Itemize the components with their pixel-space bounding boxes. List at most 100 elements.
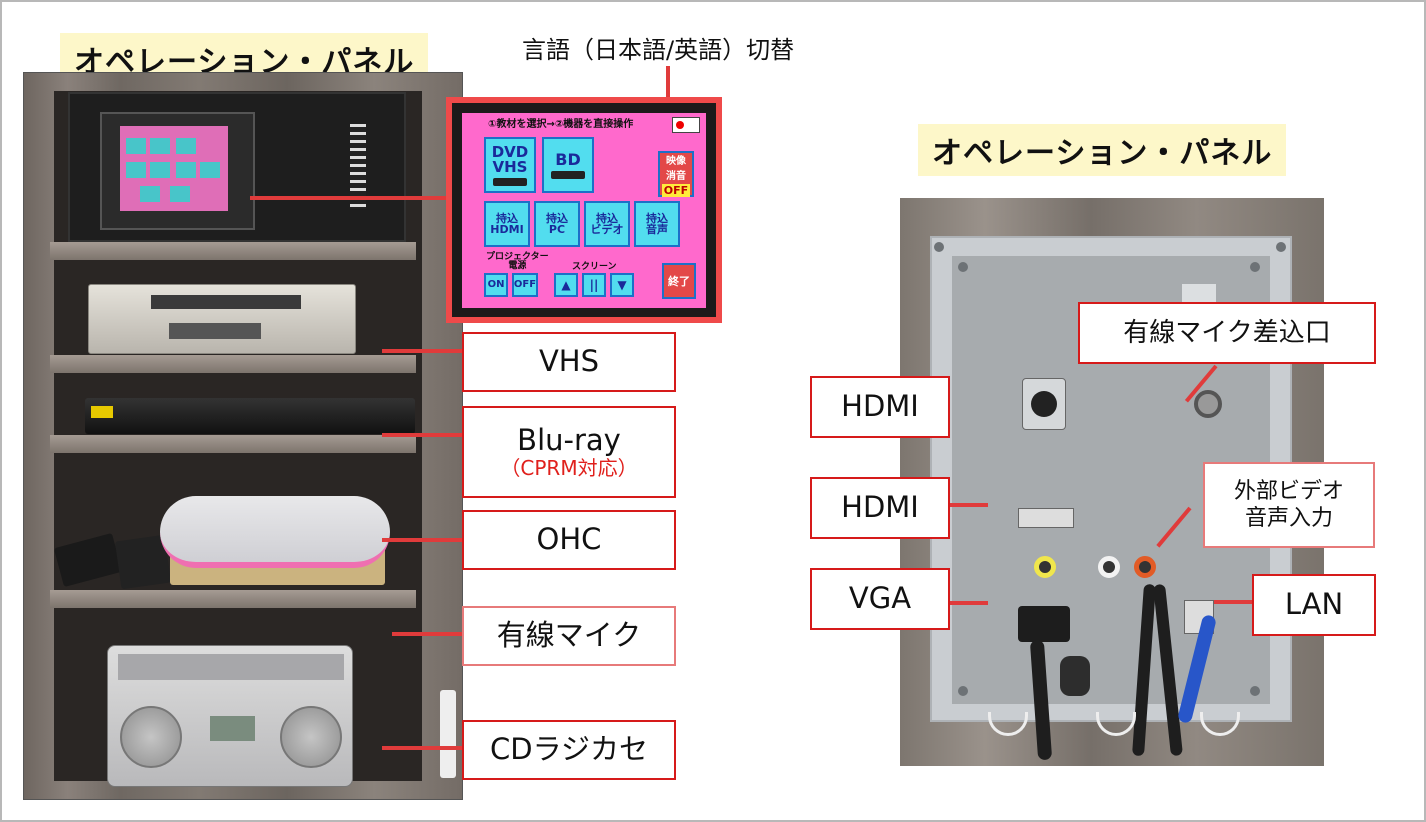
dvd-vhs-label: DVD VHS [491, 142, 529, 176]
hdmi-label-box-2: HDMI [810, 477, 950, 539]
screen-stop-button[interactable]: || [582, 273, 606, 297]
projector-off-button[interactable]: OFF [512, 273, 538, 297]
bluray-sticker [91, 406, 113, 418]
wall-outlet [440, 690, 456, 778]
rca-audio-left-jack[interactable] [1098, 556, 1120, 578]
ferrite-core [1060, 656, 1090, 696]
ohc-device [160, 496, 390, 568]
screen-down-icon: ▼ [617, 278, 627, 292]
bluray-sublabel: （CPRM対応） [500, 455, 638, 480]
bd-player-icon [551, 170, 585, 179]
end-button[interactable]: 終了 [662, 263, 696, 299]
connector-line [392, 632, 462, 636]
vga-plug [1018, 606, 1070, 642]
external-video-label-box: 外部ビデオ 音声入力 [1203, 462, 1375, 548]
connector-line [666, 66, 670, 110]
projector-power-label: プロジェクター 電源 [486, 252, 549, 271]
audio-input-button[interactable]: 持込 音声 [634, 201, 680, 247]
bd-button[interactable]: BD [542, 137, 594, 193]
mic-input-label-box: 有線マイク差込口 [1078, 302, 1376, 364]
bd-label: BD [555, 149, 581, 169]
video-input-button[interactable]: 持込 ビデオ [584, 201, 630, 247]
shelf [50, 355, 416, 373]
dvi-port[interactable] [1018, 508, 1074, 528]
control-touch-screen [100, 112, 255, 230]
ohc-label-box: OHC [462, 510, 676, 570]
connector-line [382, 746, 462, 750]
screw [934, 242, 944, 252]
mic-label-box: 有線マイク [462, 606, 676, 666]
video-input-label: 持込 ビデオ [590, 212, 624, 236]
blank-plate [1182, 284, 1216, 302]
cd-label-box: CDラジカセ [462, 720, 676, 780]
hdmi-input-button[interactable]: 持込 HDMI [484, 201, 530, 247]
rca-audio-right-jack[interactable] [1134, 556, 1156, 578]
touch-panel-screen: ①教材を選択→②機器を直接操作 DVD VHS BD 映像 消音 OFF 持込 … [462, 113, 706, 308]
vga-label-box: VGA [810, 568, 950, 630]
touch-panel-zoom: ①教材を選択→②機器を直接操作 DVD VHS BD 映像 消音 OFF 持込 … [446, 97, 722, 323]
touch-screen-display [120, 126, 228, 211]
connector-line [1214, 600, 1252, 604]
screen-label: スクリーン [572, 262, 617, 272]
bluray-player [85, 398, 415, 434]
lan-label: LAN [1284, 587, 1344, 622]
screen-down-button[interactable]: ▼ [610, 273, 634, 297]
screen-up-icon: ▲ [561, 278, 571, 292]
dvd-vhs-button[interactable]: DVD VHS [484, 137, 536, 193]
connector-line [382, 433, 462, 437]
mic-input-label: 有線マイク差込口 [1123, 317, 1331, 348]
vhs-label: VHS [538, 344, 600, 379]
video-mute-label: 映像 消音 [666, 155, 686, 182]
cd-radio-cassette [107, 645, 353, 787]
screw [958, 262, 968, 272]
connector-line [950, 601, 988, 605]
shelf [50, 435, 416, 453]
cd-display [210, 716, 255, 741]
language-toggle-button[interactable] [672, 117, 700, 133]
hdmi-label-2: HDMI [841, 490, 919, 525]
screw [1276, 242, 1286, 252]
volume-fader [350, 124, 366, 209]
end-label: 終了 [668, 275, 690, 288]
right-panel-title: オペレーション・パネル [918, 124, 1287, 176]
external-video-label: 外部ビデオ 音声入力 [1233, 478, 1344, 532]
language-switch-label: 言語（日本語/英語）切替 [522, 36, 795, 64]
video-mute-button[interactable]: 映像 消音 OFF [658, 151, 694, 197]
dvd-player-icon [493, 177, 527, 186]
connector-line [382, 538, 462, 542]
connector-line [950, 503, 988, 507]
hdmi-label-box-1: HDMI [810, 376, 950, 438]
vga-label: VGA [848, 581, 912, 616]
screw [1250, 262, 1260, 272]
vhs-label-box: VHS [462, 332, 676, 392]
connector-line [382, 349, 462, 353]
screw [1250, 686, 1260, 696]
shelf [50, 242, 416, 260]
bluray-label: Blu-ray [517, 423, 621, 458]
projector-off-label: OFF [513, 279, 537, 290]
projector-on-button[interactable]: ON [484, 273, 508, 297]
mic-jack[interactable] [1194, 390, 1222, 418]
tape-slot [151, 295, 301, 309]
projector-on-label: ON [487, 279, 505, 290]
hdmi-label-1: HDMI [841, 389, 919, 424]
lan-label-box: LAN [1252, 574, 1376, 636]
speaker [120, 706, 182, 768]
vhs-display [169, 323, 261, 339]
bluray-label-box: Blu-ray （CPRM対応） [462, 406, 676, 498]
mic-label: 有線マイク [496, 618, 642, 653]
audio-input-label: 持込 音声 [646, 212, 668, 236]
vhs-deck [88, 284, 356, 354]
screen-stop-icon: || [589, 278, 599, 292]
ohc-label: OHC [536, 522, 602, 557]
screw [958, 686, 968, 696]
video-mute-state: OFF [661, 183, 691, 197]
hdmi-input-label: 持込 HDMI [490, 212, 524, 236]
connector-line [250, 196, 446, 200]
rca-video-jack[interactable] [1034, 556, 1056, 578]
pc-input-button[interactable]: 持込 PC [534, 201, 580, 247]
screen-up-button[interactable]: ▲ [554, 273, 578, 297]
control-rack [68, 92, 406, 242]
hdmi-port[interactable] [1022, 378, 1066, 430]
